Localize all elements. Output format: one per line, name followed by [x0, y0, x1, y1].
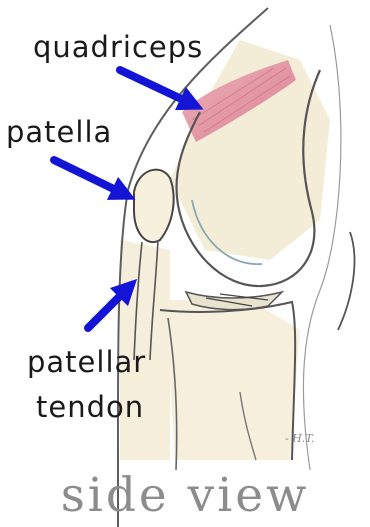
patella-label: patella — [6, 115, 112, 149]
quadriceps-arrow — [120, 70, 192, 104]
patella-bone — [134, 170, 174, 243]
patellar-tendon-label-line1: patellar — [27, 345, 146, 379]
artist-signature: - H.T. — [285, 432, 315, 445]
calf-contour — [338, 232, 354, 330]
femur-shading — [170, 40, 330, 260]
quadriceps-label: quadriceps — [33, 30, 203, 64]
patella-arrow — [54, 160, 124, 194]
view-title: side view — [0, 468, 370, 523]
patellar-tendon-label-line2: tendon — [36, 390, 144, 424]
tibia-shading — [165, 300, 300, 460]
